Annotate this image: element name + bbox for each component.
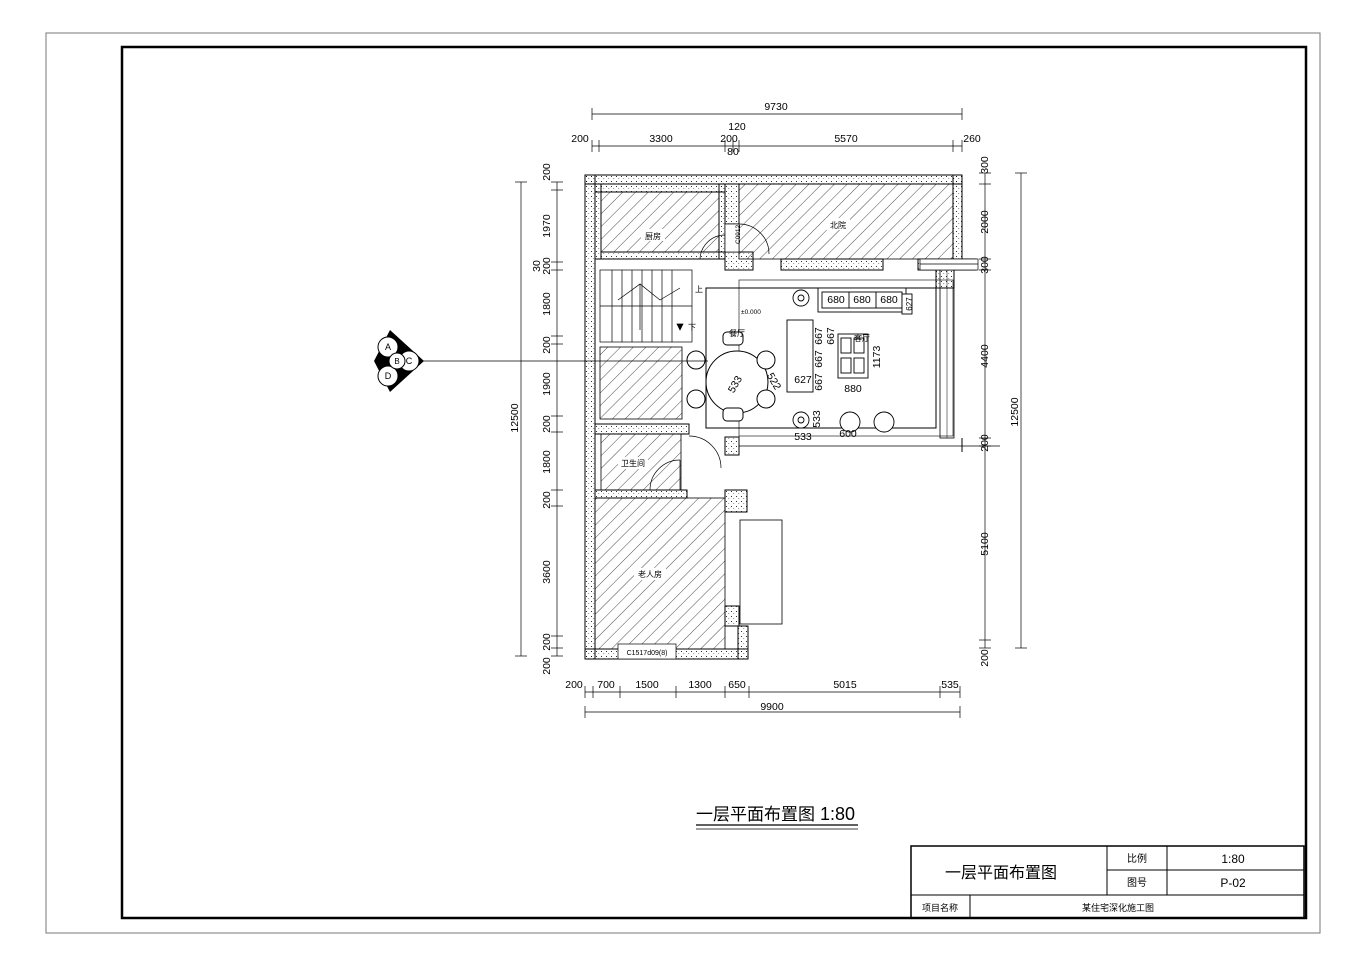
dim-left-1900: 1900	[541, 372, 553, 396]
armchair-dim-2: 667	[813, 350, 825, 368]
armchair-dim-627: 627	[794, 374, 812, 386]
room-dining: 餐厅	[729, 329, 745, 338]
dim-right-200b: 200	[979, 649, 991, 667]
stair-down-label: 下	[688, 323, 696, 332]
dim-bottom-700: 700	[597, 679, 615, 691]
dining-set	[686, 331, 776, 422]
dim-right-4400: 4400	[979, 344, 991, 368]
room-living: 客厅	[854, 333, 870, 343]
stool-dim-600: 600	[839, 428, 857, 440]
title-block-project-name: 某住宅深化施工图	[1082, 902, 1154, 914]
windows	[617, 223, 979, 660]
stair-up-label: 上	[695, 285, 703, 294]
room-elder: 老人房	[638, 569, 662, 579]
storage-area	[599, 346, 683, 420]
dim-right-200a: 200	[979, 434, 991, 452]
title-block-project-label: 项目名称	[922, 902, 958, 914]
coffee-table	[837, 333, 869, 379]
dim-left-200b: 200	[541, 257, 553, 275]
dim-left-total: 12500	[509, 403, 521, 432]
sofa-dim-3: 680	[880, 294, 898, 306]
dim-bottom-5015: 5015	[833, 679, 857, 691]
dim-top-200-left: 200	[571, 133, 589, 145]
dim-bottom-1300: 1300	[688, 679, 712, 691]
dim-top-260: 260	[963, 133, 981, 145]
dim-right-total: 12500	[1009, 397, 1021, 426]
level-mark: ±0.000	[741, 309, 761, 316]
window-tag-c0912: C0912	[735, 224, 742, 244]
dim-top-120: 120	[728, 121, 746, 133]
title-block	[910, 845, 1305, 919]
room-north-yard: 北院	[830, 220, 846, 230]
sofa-dim-end: 627	[905, 297, 914, 311]
floor-plan: 厨房 北院 餐厅 客厅 卫生间 老人房 上 下 ±0.000 C0912 C15…	[584, 174, 979, 660]
elevation-marker: A B C D	[374, 330, 708, 392]
dim-top-total: 9730	[764, 101, 788, 113]
dimension-lines	[515, 108, 1027, 718]
drawing-scale: 1:80	[820, 804, 855, 824]
dim-left-200e: 200	[541, 491, 553, 509]
dim-left-200f: 200	[541, 633, 553, 651]
dim-left-200c: 200	[541, 336, 553, 354]
sofa	[817, 287, 913, 315]
dim-right-2000: 2000	[979, 210, 991, 234]
mark-c: C	[406, 356, 413, 366]
lamp-dim-533a: 533	[794, 431, 812, 443]
dimension-labels: 9730 120 200 3300 200 80 5570 260 200 70…	[509, 101, 1021, 713]
mark-d: D	[385, 371, 392, 381]
dim-top-3300: 3300	[649, 133, 673, 145]
dim-left-1970: 1970	[541, 214, 553, 238]
dim-bottom-650: 650	[728, 679, 746, 691]
dim-top-200-mid: 200	[720, 133, 738, 145]
dim-top-5570: 5570	[834, 133, 858, 145]
sheet-inner-frame	[120, 45, 1308, 920]
dim-bottom-535: 535	[941, 679, 959, 691]
armchair	[786, 319, 814, 393]
room-bathroom: 卫生间	[621, 458, 645, 468]
lamps	[792, 289, 895, 433]
sofa-dim-2: 680	[853, 294, 871, 306]
dim-left-3600: 3600	[541, 560, 553, 584]
dim-bottom-total: 9900	[760, 701, 784, 713]
sheet-outer-border	[45, 32, 1321, 934]
title-block-scale-label: 比例	[1127, 852, 1147, 865]
armchair-dim-1: 667	[813, 327, 825, 345]
window-tag-c1517: C1517d09(8)	[627, 650, 668, 657]
table-dim-1173: 1173	[871, 346, 883, 369]
sofa-dim-1: 680	[827, 294, 845, 306]
dim-right-300a: 300	[979, 156, 991, 174]
drawing-caption: 一层平面布置图 1:80	[696, 804, 858, 830]
title-block-drawing-name: 一层平面布置图	[945, 863, 1057, 882]
dim-bottom-200: 200	[565, 679, 583, 691]
dim-right-300b: 300	[979, 256, 991, 274]
armchair-dim-4: 667	[825, 327, 837, 345]
mark-a: A	[385, 342, 391, 352]
staircase	[599, 269, 693, 343]
dim-left-200a: 200	[541, 163, 553, 181]
dim-left-30: 30	[531, 260, 543, 272]
title-block-drawing-no: P-02	[1220, 876, 1246, 890]
dim-left-200d: 200	[541, 415, 553, 433]
drawing-title: 一层平面布置图	[696, 805, 815, 825]
lamp-dim-533b: 533	[811, 410, 823, 428]
dim-top-80: 80	[727, 146, 739, 158]
dim-left-1800b: 1800	[541, 450, 553, 474]
dim-left-200g: 200	[541, 657, 553, 675]
table-dim-880: 880	[844, 383, 862, 395]
title-block-drawing-no-label: 图号	[1127, 877, 1147, 889]
title-block-scale-value: 1:80	[1221, 852, 1245, 866]
armchair-dim-3: 667	[813, 373, 825, 391]
dim-left-1800a: 1800	[541, 292, 553, 316]
dim-bottom-1500: 1500	[635, 679, 659, 691]
room-kitchen: 厨房	[645, 231, 661, 241]
kitchen-area	[600, 191, 720, 253]
dim-right-5100: 5100	[979, 532, 991, 556]
mark-b: B	[394, 357, 399, 366]
